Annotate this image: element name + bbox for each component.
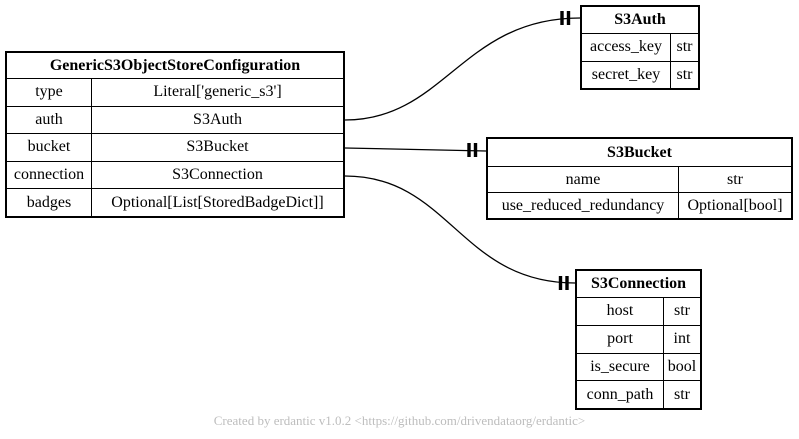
field-type: str	[676, 65, 693, 83]
entity-generic-s3-object-store-configuration: GenericS3ObjectStoreConfiguration type L…	[5, 51, 345, 218]
entity-title: S3Bucket	[488, 139, 791, 167]
field-name: bucket	[7, 134, 92, 161]
field-name: connection	[7, 161, 92, 189]
cardinality-marker-exactly-one-s3auth	[560, 11, 571, 25]
entity-s3bucket: S3Bucket name str use_reduced_redundancy…	[486, 137, 793, 220]
field-row: use_reduced_redundancy Optional[bool]	[488, 192, 791, 218]
field-type: str	[676, 38, 693, 56]
field-name: conn_path	[577, 381, 664, 408]
field-type: str	[674, 385, 690, 403]
field-row: access_key str	[582, 34, 698, 61]
field-row: host str	[577, 298, 700, 325]
field-type: str	[727, 170, 743, 188]
entity-title: GenericS3ObjectStoreConfiguration	[7, 53, 343, 79]
field-type: S3Bucket	[186, 138, 249, 156]
field-name: use_reduced_redundancy	[488, 193, 679, 218]
field-type: int	[673, 330, 691, 348]
field-row: is_secure bool	[577, 352, 700, 381]
field-name: badges	[7, 189, 92, 216]
entity-s3auth: S3Auth access_key str secret_key str	[580, 5, 700, 90]
field-name: host	[577, 298, 664, 325]
field-name: auth	[7, 106, 92, 134]
edge-auth-to-s3auth	[344, 17, 581, 121]
edge-connection-to-s3connection	[344, 175, 576, 284]
field-name: port	[577, 325, 664, 353]
field-name: access_key	[582, 34, 671, 61]
field-row: conn_path str	[577, 380, 700, 408]
field-type: str	[674, 302, 690, 320]
field-row: name str	[488, 167, 791, 192]
field-row: type Literal['generic_s3']	[7, 79, 343, 106]
field-row: bucket S3Bucket	[7, 133, 343, 161]
field-type: bool	[667, 357, 697, 375]
field-type: Optional[bool]	[687, 196, 783, 214]
field-row: auth S3Auth	[7, 105, 343, 134]
edge-bucket-to-s3bucket	[344, 147, 487, 152]
field-row: secret_key str	[582, 60, 698, 88]
field-type: Literal['generic_s3']	[153, 83, 282, 101]
field-name: secret_key	[582, 61, 671, 88]
field-row: badges Optional[List[StoredBadgeDict]]	[7, 188, 343, 216]
field-name: name	[488, 167, 679, 192]
cardinality-marker-exactly-one-s3bucket	[467, 143, 478, 157]
field-name: type	[7, 79, 92, 106]
field-name: is_secure	[577, 353, 664, 381]
entity-s3connection: S3Connection host str port int is_secure…	[575, 269, 702, 410]
field-row: connection S3Connection	[7, 160, 343, 189]
erdantic-credit-text: Created by erdantic v1.0.2 <https://gith…	[213, 413, 586, 428]
entity-title: S3Auth	[582, 7, 698, 34]
field-type: S3Auth	[193, 110, 242, 128]
entity-title: S3Connection	[577, 271, 700, 298]
field-type: S3Connection	[172, 166, 263, 184]
field-type: Optional[List[StoredBadgeDict]]	[111, 193, 324, 211]
field-row: port int	[577, 324, 700, 353]
cardinality-marker-exactly-one-s3connection	[558, 276, 569, 290]
